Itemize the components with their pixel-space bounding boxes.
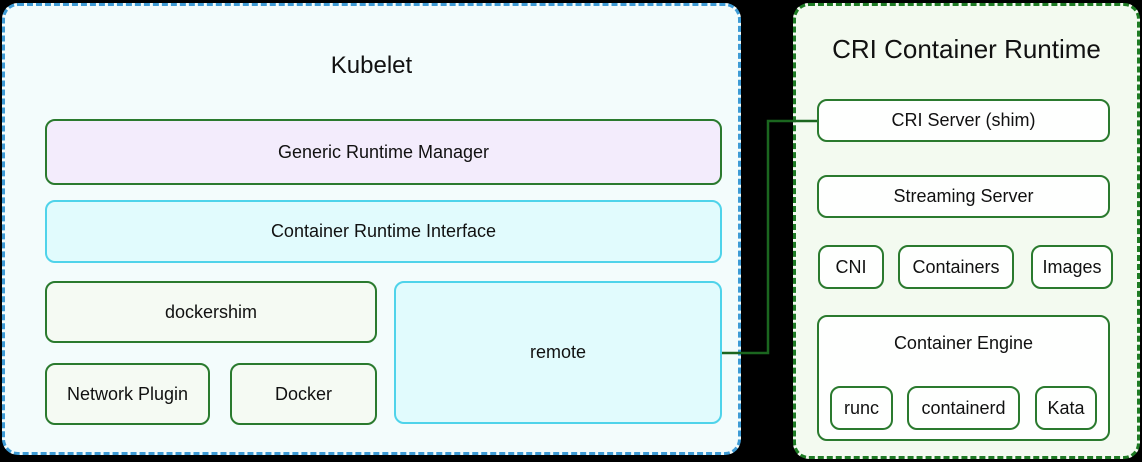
runc-box: runc	[830, 386, 893, 430]
images-box: Images	[1031, 245, 1113, 289]
cri-server-shim-label: CRI Server (shim)	[891, 110, 1036, 130]
kata-label: Kata	[1047, 397, 1085, 418]
remote-box: remote	[394, 281, 722, 424]
container-engine-box: Container Engine runc containerd Kata	[817, 315, 1110, 441]
containerd-box: containerd	[907, 386, 1020, 430]
dockershim-box: dockershim	[45, 281, 377, 343]
kubelet-panel-title: Kubelet	[330, 52, 413, 79]
containers-box: Containers	[898, 245, 1014, 289]
streaming-server-label: Streaming Server	[893, 186, 1034, 206]
network-plugin-box: Network Plugin	[45, 363, 210, 425]
cni-label: CNI	[835, 256, 867, 277]
containers-label: Containers	[912, 256, 1000, 277]
kata-box: Kata	[1035, 386, 1097, 430]
dockershim-label: dockershim	[164, 301, 258, 322]
cri-server-shim-box: CRI Server (shim)	[817, 99, 1110, 142]
runc-label: runc	[843, 397, 879, 418]
images-label: Images	[1042, 256, 1102, 277]
generic-runtime-manager-box: Generic Runtime Manager	[45, 119, 722, 185]
container-runtime-interface-box: Container Runtime Interface	[45, 200, 722, 263]
containerd-label: containerd	[921, 397, 1006, 418]
generic-runtime-manager-label: Generic Runtime Manager	[277, 141, 490, 162]
container-engine-label: Container Engine	[893, 333, 1034, 353]
cri-container-runtime-panel: CRI Container Runtime CRI Server (shim) …	[793, 3, 1140, 459]
docker-label: Docker	[274, 383, 332, 404]
remote-label: remote	[529, 342, 587, 362]
kubelet-panel: Kubelet Generic Runtime Manager Containe…	[2, 3, 741, 455]
cni-box: CNI	[818, 245, 884, 289]
docker-box: Docker	[230, 363, 377, 425]
network-plugin-label: Network Plugin	[66, 383, 189, 404]
streaming-server-box: Streaming Server	[817, 175, 1110, 218]
cri-panel-title: CRI Container Runtime	[832, 34, 1101, 64]
container-runtime-interface-label: Container Runtime Interface	[270, 221, 497, 241]
